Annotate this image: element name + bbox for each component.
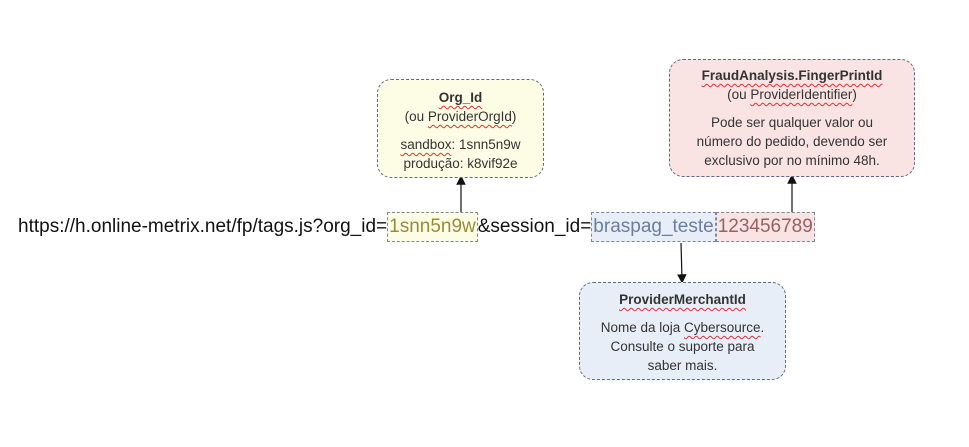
- fingerprint-url: https://h.online-metrix.net/fp/tags.js?o…: [18, 212, 815, 242]
- producao-label: produção: [403, 156, 460, 171]
- org-id-sandbox-line: sandbox: 1snn5n9w: [378, 135, 543, 154]
- org-id-subtitle-term: ProviderOrgId: [427, 109, 512, 124]
- arrow-to-merchant-box: [677, 242, 687, 284]
- url-session-merchant-value: braspag_teste: [591, 212, 716, 242]
- provider-merchant-id-title: ProviderMerchantId: [619, 292, 746, 307]
- merchant-line1-suffix: .: [760, 320, 765, 335]
- org-id-subtitle-suffix: ): [511, 109, 517, 124]
- org-id-subtitle-prefix: (ou: [404, 109, 428, 124]
- org-id-subtitle: (ou ProviderOrgId): [378, 107, 543, 126]
- merchant-desc-line-2: Consulte o suporte para: [610, 339, 755, 354]
- url-org-id-value: 1snn5n9w: [387, 212, 478, 242]
- producao-value: : k8vif92e: [459, 156, 518, 171]
- fingerprint-subtitle-suffix: ): [852, 87, 857, 102]
- fingerprint-id-callout: FraudAnalysis.FingerPrintId (ou Provider…: [669, 59, 915, 177]
- fingerprint-desc-line-3: exclusivo por no mínimo 48h.: [704, 153, 880, 168]
- fingerprint-subtitle-term: ProviderIdentifier: [750, 87, 853, 102]
- fingerprint-id-title: FraudAnalysis.FingerPrintId: [701, 68, 883, 83]
- fingerprint-subtitle-prefix: (ou: [727, 87, 751, 102]
- url-session-param: &session_id=: [477, 216, 592, 237]
- sandbox-label: sandbox: [400, 137, 452, 152]
- sandbox-value: : 1snn5n9w: [451, 137, 521, 152]
- org-id-producao-line: produção: k8vif92e: [378, 154, 543, 173]
- fingerprint-desc-line-2: número do pedido, devendo ser: [696, 134, 888, 149]
- fingerprint-desc-line-1: Pode ser qualquer valor ou: [710, 115, 874, 130]
- merchant-line1-prefix: Nome da loja: [600, 320, 684, 335]
- provider-merchant-id-callout: ProviderMerchantId Nome da loja Cybersou…: [579, 282, 786, 380]
- url-base: https://h.online-metrix.net/fp/tags.js?o…: [18, 216, 388, 237]
- merchant-desc-line-3: saber mais.: [647, 358, 718, 373]
- org-id-callout: Org_Id (ou ProviderOrgId) sandbox: 1snn5…: [377, 79, 544, 178]
- merchant-desc-line-1: Nome da loja Cybersource.: [580, 318, 785, 337]
- fingerprint-id-subtitle: (ou ProviderIdentifier): [670, 85, 914, 104]
- org-id-title: Org_Id: [438, 90, 483, 105]
- url-session-order-value: 123456789: [715, 212, 815, 242]
- merchant-line1-term: Cybersource: [684, 320, 761, 335]
